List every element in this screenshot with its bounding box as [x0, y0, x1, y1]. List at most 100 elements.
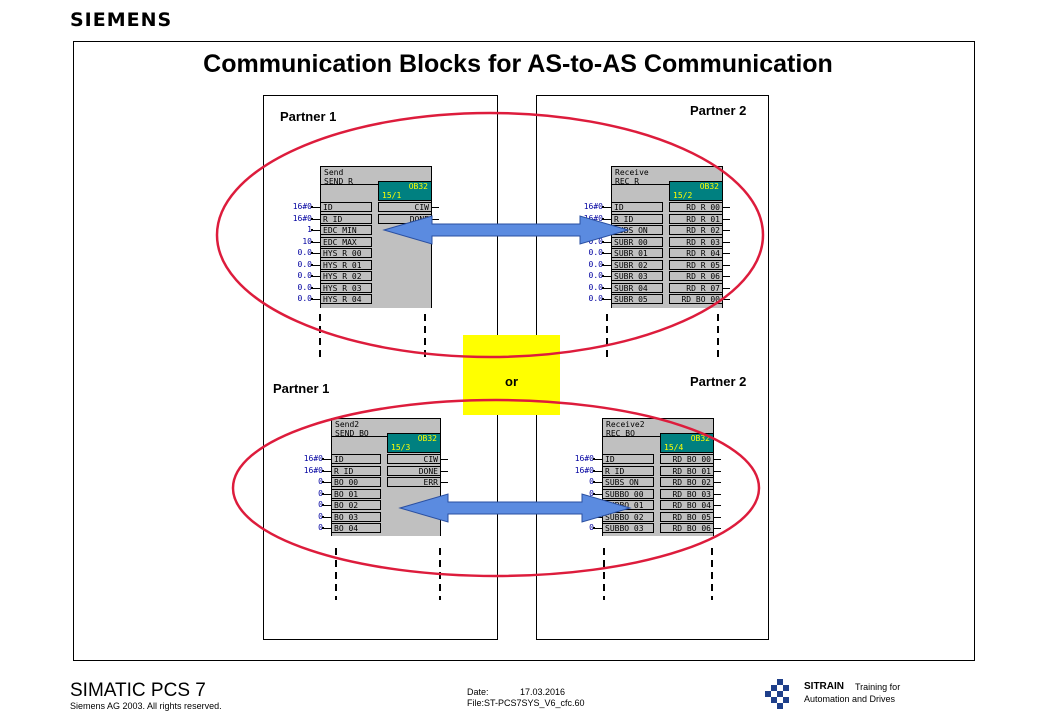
input-value: 16#0 [303, 465, 323, 475]
ob-seq: 15/3 [391, 443, 411, 452]
input-dot [311, 206, 313, 208]
input-dot [311, 263, 313, 266]
input-pin: SUBS_ON [602, 477, 654, 487]
input-pin: BO_04 [331, 523, 381, 533]
input-value: 0.0 [297, 271, 312, 280]
input-value: 0.0 [588, 271, 603, 280]
sitrain-brand: SITRAIN [804, 681, 844, 692]
input-pin: SUBBO_00 [602, 488, 654, 499]
input-dot [593, 527, 595, 529]
input-pin: ID [602, 454, 654, 464]
top-double-arrow [382, 215, 630, 245]
input-wire [312, 276, 320, 277]
input-dot [593, 492, 595, 495]
sitrain-subtitle-1: Training for [855, 682, 901, 692]
input-dot [602, 206, 604, 208]
partner2-bottom-label: Partner 2 [690, 374, 747, 389]
input-pin: ID [320, 202, 372, 212]
output-pin: RD_BO_00 [660, 454, 714, 464]
input-wire [603, 299, 611, 300]
input-pin: R_ID [331, 465, 381, 476]
ob-seq: 15/4 [664, 443, 684, 452]
input-dot [593, 481, 595, 483]
ob-name: OB32 [699, 182, 719, 191]
input-dot [311, 240, 313, 243]
output-wire [723, 276, 730, 277]
input-value: 16#0 [292, 213, 312, 223]
input-value: 0.0 [297, 259, 312, 269]
input-dot [311, 229, 313, 231]
input-wire [594, 493, 602, 495]
input-dot [602, 240, 604, 243]
input-wire [603, 264, 611, 266]
input-value: 0.0 [297, 294, 312, 303]
input-wire [603, 241, 611, 243]
input-pin: EDC_MAX [320, 236, 372, 247]
input-dot [311, 252, 313, 254]
output-wire [441, 470, 448, 472]
input-dot [602, 252, 604, 254]
block-type: SEND_R [324, 177, 353, 186]
output-wire [723, 253, 730, 254]
input-dot [311, 298, 313, 300]
input-wire [603, 207, 611, 208]
input-pin: HYS_R_01 [320, 259, 372, 270]
input-dot [311, 286, 313, 289]
block-type: REC_BO [606, 429, 635, 438]
input-dot [593, 458, 595, 460]
input-pin: HYS_R_02 [320, 271, 372, 281]
input-wire [603, 218, 611, 220]
output-pin: RD_R_00 [669, 202, 723, 212]
input-wire [312, 207, 320, 208]
output-pin: RD_BO_06 [660, 523, 714, 533]
output-wire [723, 241, 730, 243]
output-wire [723, 264, 730, 266]
output-wire [714, 493, 721, 495]
input-wire [312, 230, 320, 231]
input-pin: ID [611, 202, 663, 212]
input-wire [323, 459, 331, 460]
output-wire [723, 287, 730, 289]
input-value: 0 [589, 477, 594, 486]
output-pin: RD_R_02 [669, 225, 723, 235]
input-dot [322, 458, 324, 460]
input-value: 0 [318, 477, 323, 486]
input-wire [312, 241, 320, 243]
input-wire [594, 470, 602, 472]
input-pin: SUBR_04 [611, 282, 663, 293]
input-pin: BO_03 [331, 511, 381, 522]
footer-copyright: Siemens AG 2003. All rights reserved. [70, 701, 222, 711]
input-dot [322, 527, 324, 529]
output-wire [714, 528, 721, 529]
input-value: 16#0 [303, 454, 323, 463]
footer-date-label: Date: [467, 687, 489, 697]
partner1-bottom-label: Partner 1 [273, 381, 330, 396]
input-pin: HYS_R_00 [320, 248, 372, 258]
output-pin: RD_BO_04 [660, 500, 714, 510]
bottom-ellipse [231, 398, 761, 578]
input-value: 0 [589, 488, 594, 498]
input-dot [602, 298, 604, 300]
output-pin: ERR [387, 477, 441, 487]
input-pin: BO_02 [331, 500, 381, 510]
input-pin: R_ID [611, 213, 663, 224]
input-wire [594, 482, 602, 483]
output-wire [723, 230, 730, 231]
input-wire [323, 493, 331, 495]
input-value: 16#0 [292, 202, 312, 211]
input-dot [311, 217, 313, 220]
input-dot [602, 263, 604, 266]
output-wire [714, 470, 721, 472]
ob-name: OB32 [417, 434, 437, 443]
output-pin: RD_R_07 [669, 282, 723, 293]
input-dot [322, 504, 324, 506]
input-wire [603, 287, 611, 289]
input-wire [312, 287, 320, 289]
partner2-top-label: Partner 2 [690, 103, 747, 118]
block-name: Receive [615, 168, 649, 177]
